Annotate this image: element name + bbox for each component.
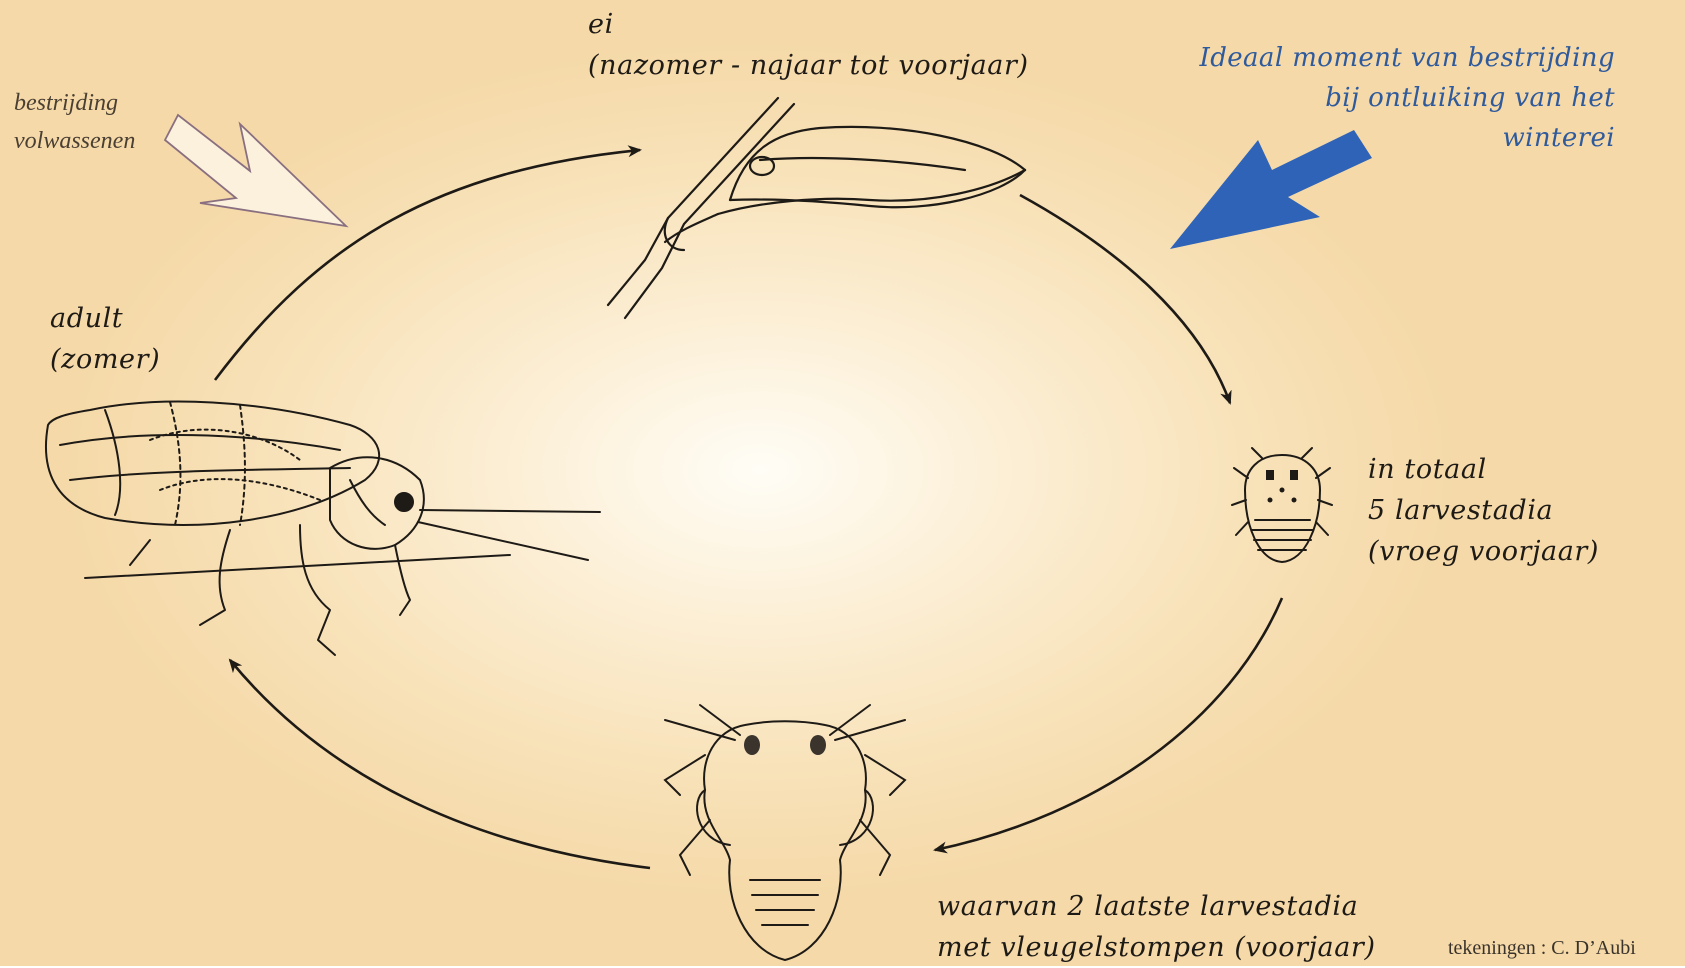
egg-title: ei — [588, 4, 1029, 45]
ideal-control-line2: bij ontluiking van het — [1200, 78, 1615, 118]
ideal-control-label: Ideaal moment van bestrijding bij ontlui… — [1200, 38, 1615, 158]
larvae-label: in totaal 5 larvestadia (vroeg voorjaar) — [1368, 449, 1599, 572]
ideal-control-line1: Ideaal moment van bestrijding — [1200, 38, 1615, 78]
egg-period: (nazomer - najaar tot voorjaar) — [588, 45, 1029, 86]
larvae-line3: (vroeg voorjaar) — [1368, 531, 1599, 572]
late-larvae-line1: waarvan 2 laatste larvestadia — [937, 886, 1376, 927]
control-adults-label: bestrijding volwassenen — [14, 84, 135, 160]
larvae-line1: in totaal — [1368, 449, 1599, 490]
drawings-credit: tekeningen : C. D’Aubi — [1448, 937, 1636, 960]
ideal-control-line3: winterei — [1200, 118, 1615, 158]
adult-title: adult — [50, 298, 160, 339]
late-larvae-line2: met vleugelstompen (voorjaar) — [937, 927, 1376, 968]
late-larvae-label: waarvan 2 laatste larvestadia met vleuge… — [937, 886, 1376, 968]
adult-period: (zomer) — [50, 339, 160, 380]
adult-label: adult (zomer) — [50, 298, 160, 380]
egg-label: ei (nazomer - najaar tot voorjaar) — [588, 4, 1029, 86]
larvae-line2: 5 larvestadia — [1368, 490, 1599, 531]
control-adults-line2: volwassenen — [14, 122, 135, 160]
control-adults-line1: bestrijding — [14, 84, 135, 122]
